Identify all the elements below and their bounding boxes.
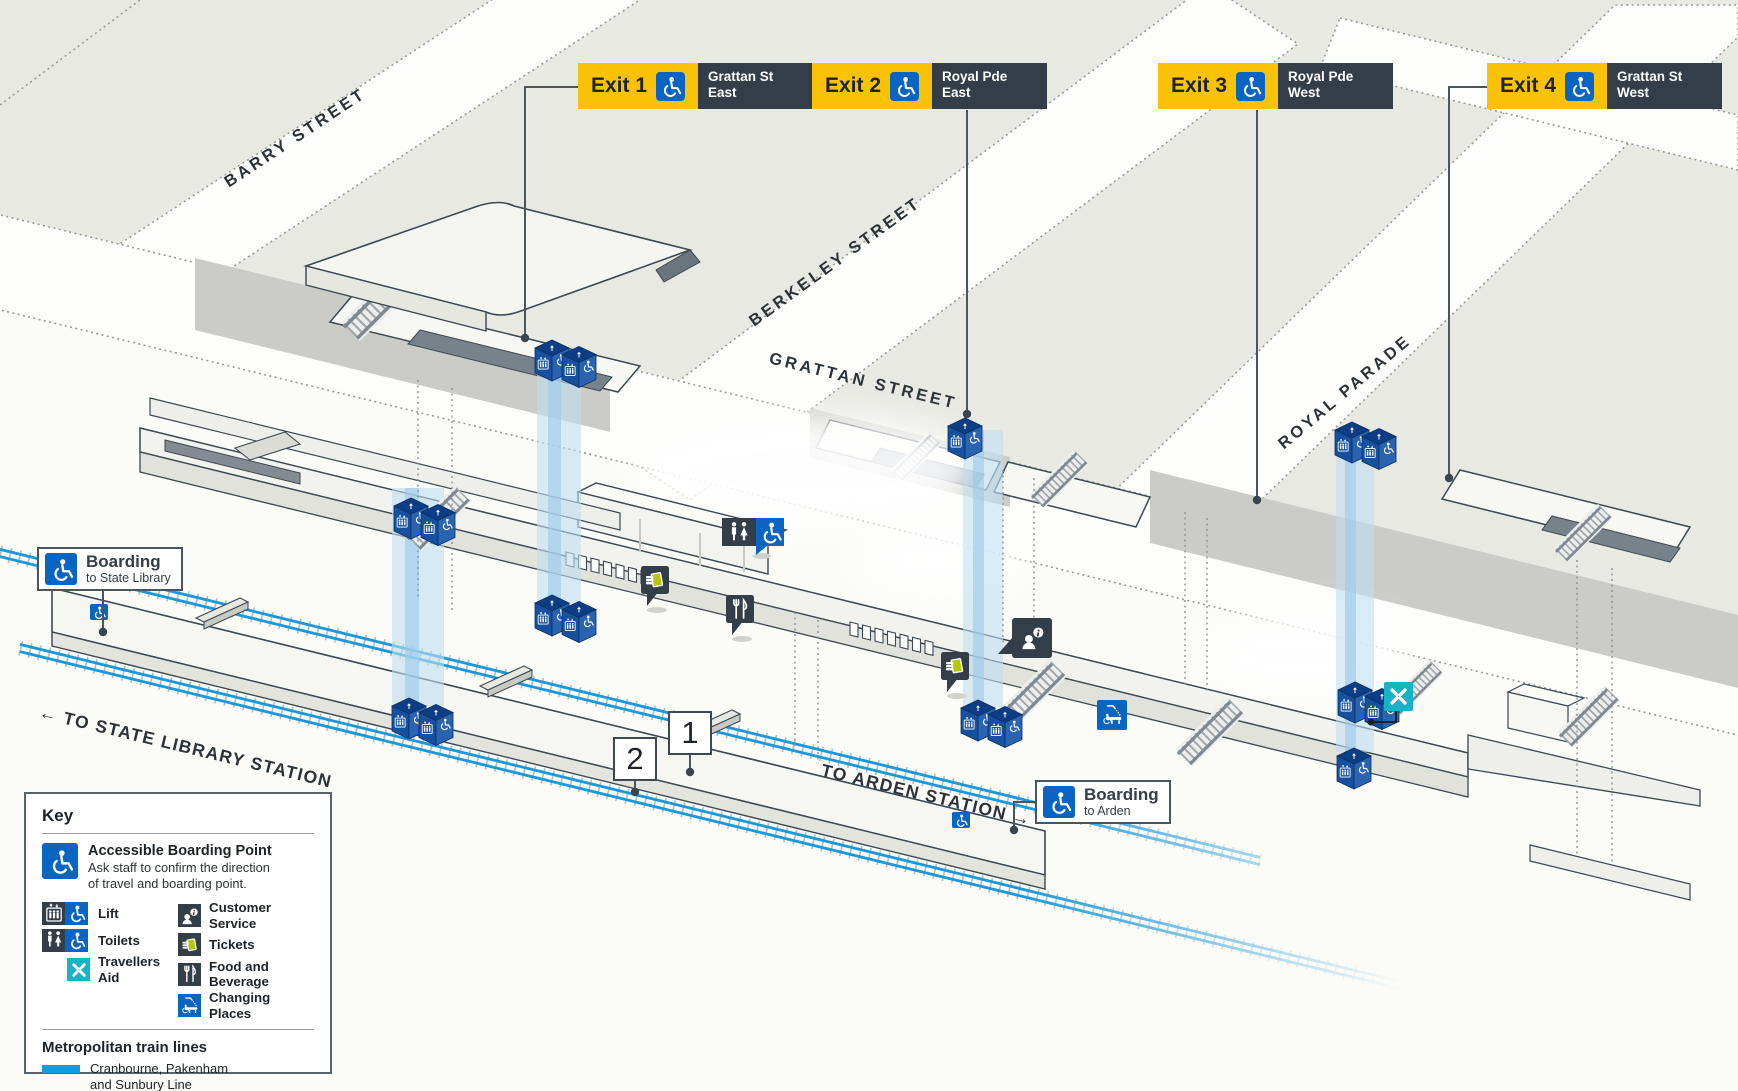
exit-4-label: Exit 4	[1500, 74, 1557, 97]
tickets-icon	[178, 933, 201, 957]
wheelchair-icon	[656, 71, 686, 101]
lift-icon	[535, 595, 596, 643]
toilets-icon	[722, 518, 784, 559]
accessible-boarding-icon	[90, 604, 108, 620]
exit-2-label: Exit 2	[825, 74, 882, 97]
boarding-title: Boarding	[86, 551, 161, 571]
level-guides	[417, 380, 1613, 864]
accessible-boarding-icon	[952, 812, 970, 828]
key-line-entry: Cranbourne, Pakenham and Sunbury Line	[42, 1061, 314, 1091]
key-item-customer-service: Customer Service	[178, 900, 314, 931]
island-platform	[51, 587, 1046, 890]
wheelchair-icon	[42, 843, 78, 879]
street-barry	[78, 0, 642, 319]
changing-places-icon	[1097, 700, 1127, 730]
boarding-subtitle: to Arden	[1084, 803, 1131, 818]
key-item-tickets: Tickets	[178, 932, 314, 958]
line-swatch	[42, 1065, 80, 1074]
key-item-lift: Lift	[42, 900, 178, 926]
exit-1-label: Exit 1	[591, 74, 648, 97]
key-item-travellers-aid: Travellers Aid	[42, 954, 178, 985]
lift-icon	[42, 901, 90, 925]
key-train-lines-title: Metropolitan train lines	[42, 1039, 208, 1057]
key-item-toilets: Toilets	[42, 927, 178, 953]
facility-badges	[90, 518, 1413, 828]
leader-lines	[102, 86, 1487, 828]
boarding-sign-arden: Boarding to Arden	[1035, 780, 1171, 824]
leader-dots	[98, 333, 1454, 835]
lift-icon	[948, 418, 982, 459]
key-accessible-boarding: Accessible Boarding Point Ask staff to c…	[42, 843, 314, 892]
wheelchair-icon	[1236, 71, 1266, 101]
key-title: Key	[42, 806, 74, 825]
wheelchair-icon	[890, 71, 920, 101]
key-panel: Key Accessible Boarding Point Ask staff …	[24, 792, 332, 1091]
exit4-entrance	[1440, 469, 1692, 562]
boarding-title: Boarding	[1084, 784, 1159, 804]
changing-places-icon	[178, 994, 201, 1018]
wheelchair-icon	[1043, 786, 1075, 818]
exit-3-destination: Royal Pde	[1288, 69, 1354, 84]
city-blocks	[0, 0, 1738, 736]
tickets-icon	[641, 566, 669, 613]
key-abp-label: Accessible Boarding Point	[88, 843, 272, 859]
exit-3-label: Exit 3	[1171, 74, 1228, 97]
customer-service-icon	[178, 904, 201, 928]
exit-4-destination: Grattan St	[1617, 69, 1683, 84]
lift-icon	[1337, 748, 1371, 789]
customer-service-icon	[998, 618, 1052, 658]
food-beverage-icon	[178, 962, 201, 986]
concourse	[139, 397, 1701, 901]
wheelchair-icon	[1565, 71, 1595, 101]
wheelchair-icon	[45, 553, 77, 585]
platform-1-sign: 1	[668, 711, 712, 755]
toilets-icon	[42, 928, 90, 952]
travellers-aid-icon	[42, 958, 90, 982]
key-item-changing-places: Changing Places	[178, 990, 314, 1021]
exit-2-destination: Royal Pde	[942, 69, 1008, 84]
food-beverage-icon	[726, 595, 754, 642]
boarding-subtitle: to State Library	[86, 570, 171, 585]
key-item-food-beverage: Food and Beverage	[178, 959, 314, 990]
travellers-aid-icon	[1367, 682, 1413, 726]
platform-2-sign: 2	[613, 737, 657, 781]
exit-1-destination: Grattan St	[708, 69, 774, 84]
boarding-sign-state-library: Boarding to State Library	[37, 547, 183, 591]
street-royal-parade	[1098, 4, 1738, 536]
